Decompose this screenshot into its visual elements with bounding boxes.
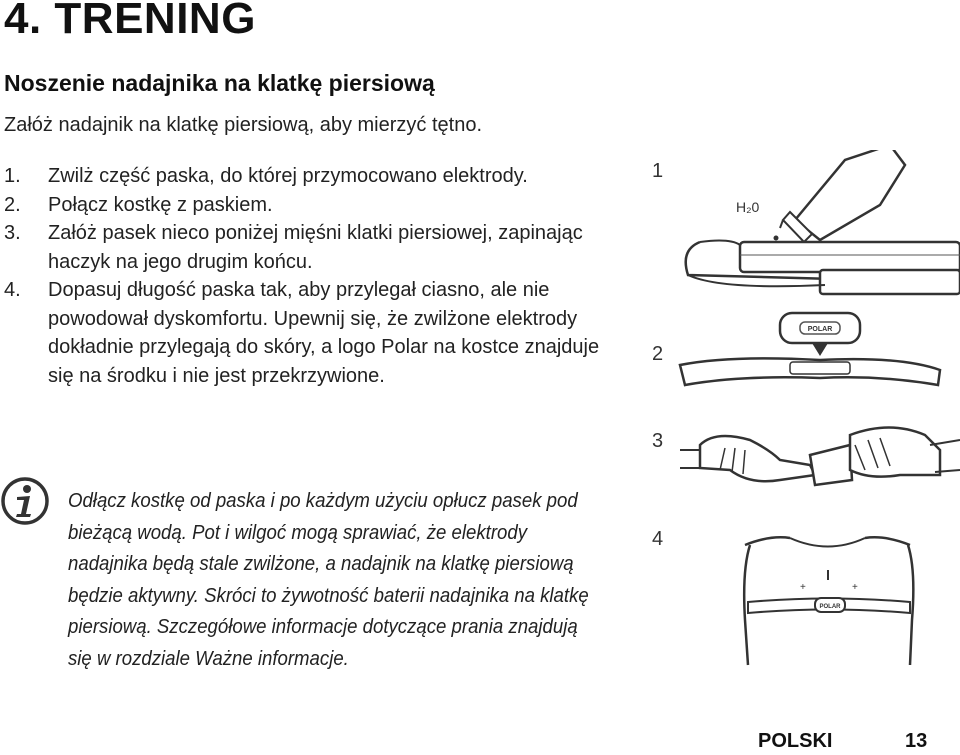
step-item: 2. Połącz kostkę z paskiem. — [0, 191, 620, 220]
steps-list: 1. Zwilż część paska, do której przymoco… — [0, 162, 620, 390]
svg-text:+: + — [800, 582, 806, 593]
water-bottle-illustration — [771, 150, 907, 250]
info-icon — [1, 477, 49, 525]
svg-text:+: + — [852, 582, 858, 593]
step-text: Dopasuj długość paska tak, aby przylegał… — [48, 279, 600, 387]
step-item: 1. Zwilż część paska, do której przymoco… — [0, 162, 620, 191]
torso-illustration: + + POLAR — [742, 536, 915, 666]
figure-label-3: 3 — [652, 430, 664, 452]
step-item: 3. Załóż pasek nieco poniżej mięśni klat… — [0, 219, 620, 276]
transmitter-illustration: POLAR — [678, 311, 942, 387]
step-text: Zwilż część paska, do której przymocowan… — [48, 165, 528, 187]
maintenance-note: Odłącz kostkę od paska i po każdym użyci… — [68, 490, 589, 670]
page-number: 13 — [905, 730, 928, 752]
h2o-label: H₂0 — [736, 199, 760, 215]
step-number: 2. — [4, 193, 21, 216]
step-text: Połącz kostkę z paskiem. — [48, 193, 273, 216]
hands-illustration — [680, 426, 960, 487]
figure-label-1: 1 — [652, 160, 664, 182]
polar-logo-torso: POLAR — [820, 604, 842, 610]
setup-illustration: 1 2 3 4 H₂0 POLAR — [640, 150, 960, 690]
step-number: 4. — [4, 279, 21, 301]
intro-text: Załóż nadajnik na klatkę piersiową, aby … — [4, 114, 483, 136]
section-heading: Noszenie nadajnika na klatkę piersiową — [4, 70, 435, 96]
strap-illustration — [684, 239, 960, 296]
figure-label-2: 2 — [652, 343, 664, 365]
figure-label-4: 4 — [652, 528, 664, 550]
step-text: Załóż pasek nieco poniżej mięśni klatki … — [48, 222, 583, 273]
step-number: 1. — [4, 165, 21, 187]
step-item: 4. Dopasuj długość paska tak, aby przyle… — [0, 276, 620, 390]
step-number: 3. — [4, 222, 21, 244]
footer-language: POLSKI — [758, 730, 833, 752]
page-title: 4. TRENING — [4, 0, 256, 43]
polar-logo-small: POLAR — [808, 326, 833, 333]
